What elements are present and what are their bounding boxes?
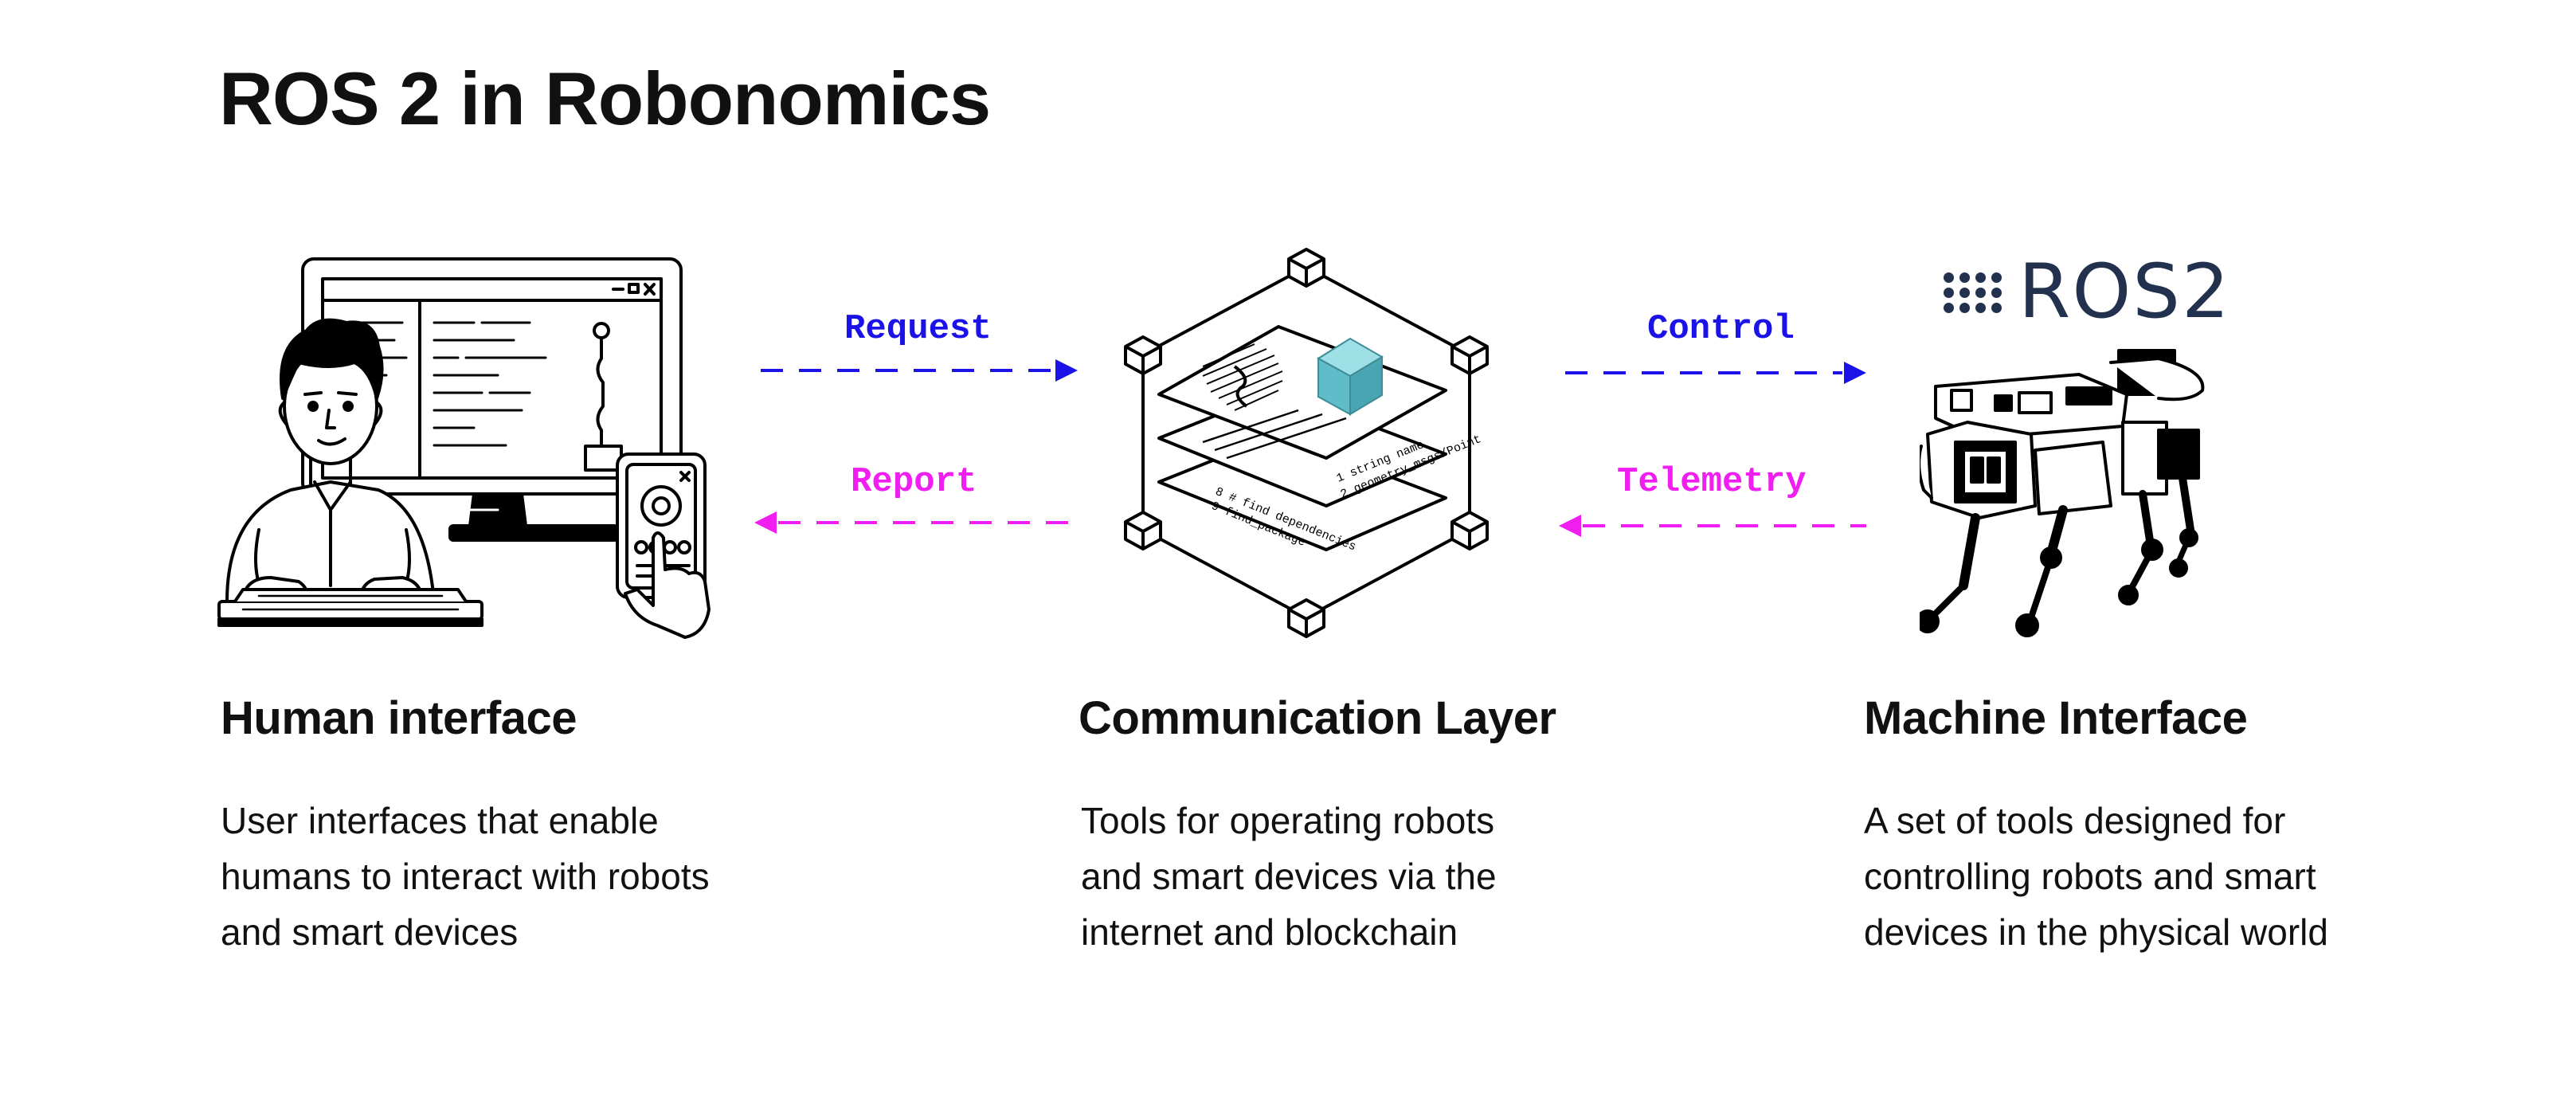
person-at-computer-illustration [217, 257, 711, 639]
telemetry-arrow [1559, 515, 1866, 537]
request-arrow [761, 359, 1078, 382]
report-label: Report [851, 462, 977, 502]
human-interface-title: Human interface [221, 692, 577, 744]
human-interface-description: User interfaces that enable humans to in… [221, 800, 710, 953]
robot-dog-illustration [1920, 349, 2205, 637]
ros2-logo: ROS2 [1944, 255, 2231, 330]
request-label: Request [844, 309, 992, 349]
page-title: ROS 2 in Robonomics [219, 57, 991, 140]
telemetry-label: Telemetry [1617, 462, 1807, 502]
layered-cube-network-illustration: 1 string name 2 geometry_msgs/Point 8 # … [1124, 248, 1489, 638]
control-arrow [1565, 362, 1866, 384]
control-label: Control [1647, 309, 1795, 349]
report-arrow [754, 511, 1070, 534]
ros2-logo-text: ROS2 [2018, 249, 2231, 335]
ros2-dots-icon [1944, 272, 2002, 313]
communication-layer-description: Tools for operating robots and smart dev… [1081, 800, 1497, 953]
machine-interface-title: Machine Interface [1864, 692, 2248, 744]
communication-layer-title: Communication Layer [1079, 692, 1556, 744]
machine-interface-description: A set of tools designed for controlling … [1864, 800, 2328, 953]
